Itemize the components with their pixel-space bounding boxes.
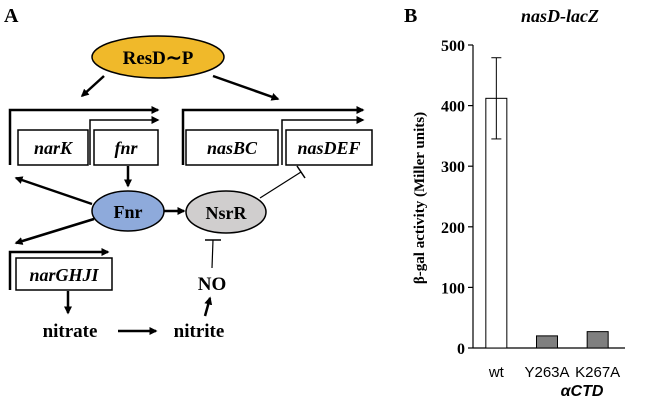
- narGHJI-promoter: [8, 248, 110, 290]
- nsrr-repression-line: [259, 171, 302, 199]
- bar-y263a: [536, 335, 558, 349]
- y-tick-label: 500: [441, 38, 465, 55]
- narGHJI-gene-label: narGHJI: [29, 265, 99, 285]
- y-tick-label: 0: [457, 341, 465, 358]
- fnr-gene-box: [93, 129, 159, 166]
- group-label: αCTD: [561, 383, 604, 400]
- y-tick-label: 300: [441, 159, 465, 176]
- chart-title: nasD-lacZ: [521, 6, 599, 26]
- x-tick-label: wt: [488, 364, 505, 381]
- y-tick-label: 400: [441, 99, 465, 116]
- fnr-to-narGHJI-arrow: [14, 217, 95, 245]
- nitrite-to-no-arrow: [203, 296, 213, 317]
- nsrr-protein-label: NsrR: [206, 203, 248, 223]
- fnr-protein-label: Fnr: [114, 202, 143, 222]
- nasDEF-gene-box: [285, 129, 373, 166]
- panel-a: A ResD∼P narK fnr nasBC nasDEF Fnr: [4, 5, 373, 342]
- fnr-to-narK-arrow: [14, 176, 93, 206]
- no-inhibition-line: [211, 239, 214, 269]
- y-tick-label: 200: [441, 220, 465, 237]
- y-axis-label: β-gal activity (Miller units): [412, 112, 428, 284]
- resd-to-nasBC-arrow: [212, 74, 280, 101]
- nitrate-label: nitrate: [43, 321, 98, 342]
- resd-to-narK-arrow: [80, 75, 105, 98]
- nasDEF-gene-label: nasDEF: [297, 138, 360, 158]
- fnr-gene-label: fnr: [114, 138, 138, 158]
- nasBC-promoter: [181, 106, 365, 165]
- resd-p-label: ResD∼P: [123, 48, 194, 69]
- narK-gene-box: [17, 129, 89, 166]
- nsrr-repression-bar: [296, 165, 306, 179]
- bar-k267a: [586, 331, 609, 349]
- panel-b-letter: B: [404, 5, 417, 27]
- x-tick-label: Y263A: [524, 364, 569, 381]
- x-tick-label: K267A: [575, 364, 620, 381]
- nasDEF-promoter: [281, 116, 365, 165]
- nsrr-protein-node: [185, 190, 267, 234]
- fnr-promoter: [89, 116, 160, 165]
- panel-b: B nasD-lacZ β-gal activity (Miller units…: [404, 5, 625, 400]
- narK-gene-label: narK: [34, 138, 74, 158]
- panel-a-letter: A: [4, 5, 19, 27]
- no-label: NO: [198, 274, 227, 295]
- narK-promoter: [8, 106, 160, 165]
- y-tick-label: 100: [441, 280, 465, 297]
- nasBC-gene-label: nasBC: [207, 138, 258, 158]
- bar-chart: 0 100 200 300 400 500 wt Y263A K267A: [441, 38, 625, 381]
- narGHJI-gene-box: [15, 257, 113, 291]
- nitrite-label: nitrite: [174, 321, 225, 342]
- resd-p-node: [91, 35, 225, 79]
- nasBC-gene-box: [185, 129, 279, 166]
